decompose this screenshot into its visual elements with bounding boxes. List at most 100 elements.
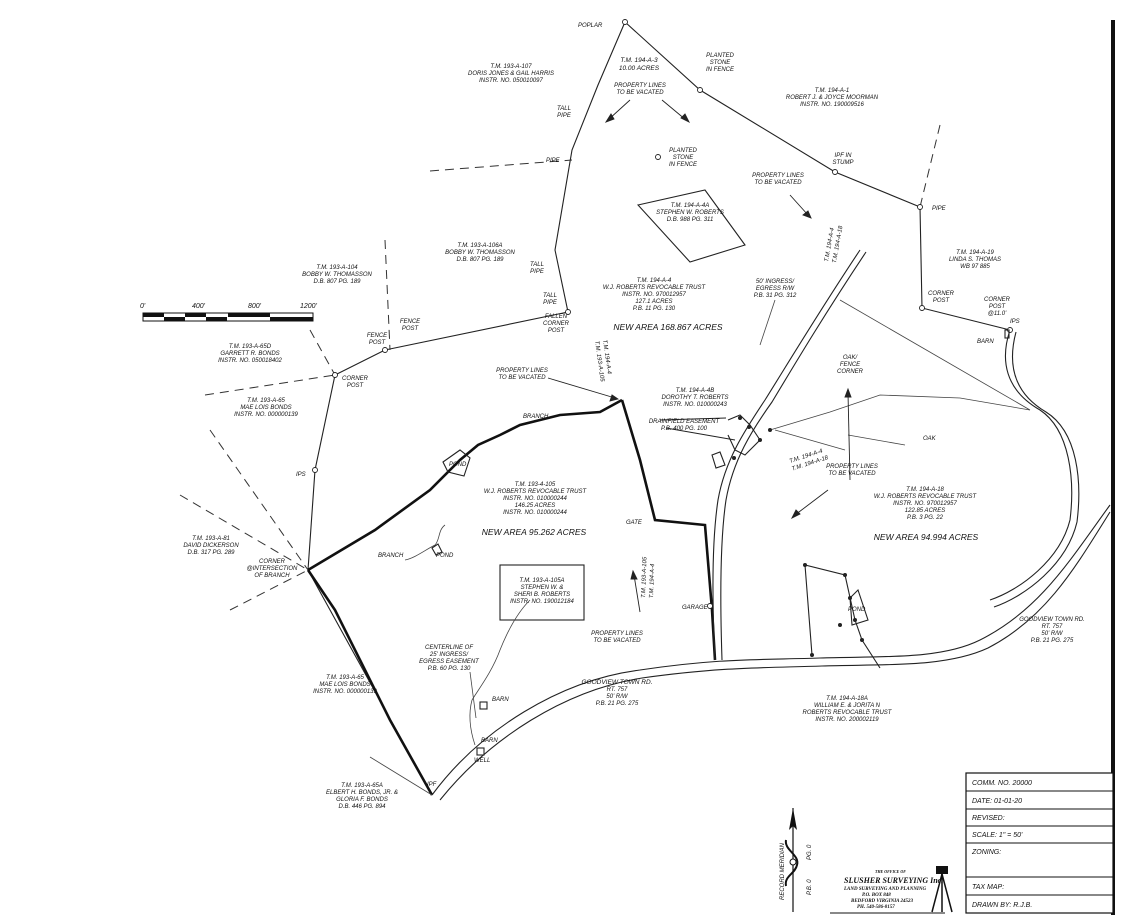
label-oak-fence-b: FENCE — [840, 362, 861, 368]
label-tall-pipe-3b: PIPE — [543, 300, 558, 306]
label-194-a-4a-owner: STEPHEN W. ROBERTS — [656, 210, 724, 216]
label-193-a-65-owner: MAE LOIS BONDS — [240, 405, 291, 411]
label-poplar: POPLAR — [578, 23, 603, 29]
label-193-4-105-tm: T.M. 193-4-105 — [515, 482, 556, 488]
label-194-a-18a-owner1: WILLIAM E. & JORITA N — [814, 703, 881, 709]
label-193-a-65d-owner: GARRETT R. BONDS — [220, 351, 279, 357]
pond-small — [431, 543, 443, 556]
label-pipe-west: PIPE — [546, 158, 561, 164]
label-193-4-105-instr2: INSTR. NO. 010000244 — [503, 510, 567, 516]
svg-text:T.M. 193-A-105: T.M. 193-A-105 — [593, 341, 605, 383]
label-corner-intersect-b: @INTERSECTION — [247, 566, 298, 572]
label-rotated-4-18: T.M. 194-A-4 T.M. 194-A-18 — [824, 225, 844, 264]
label-194-a-3-tm: T.M. 194-A-3 — [620, 57, 658, 64]
label-vacated-1b: TO BE VACATED — [616, 90, 664, 96]
label-193-a-105a-owner1: STEPHEN W. & — [521, 585, 564, 591]
label-ingress-50-b: EGRESS R/W — [756, 286, 796, 292]
boundary-bonds — [307, 349, 386, 571]
barn-1 — [479, 701, 488, 710]
label-centerline-a: CENTERLINE OF — [425, 645, 473, 651]
label-194-a-4-instr: INSTR. NO. 970012957 — [622, 292, 686, 298]
oak-line — [847, 434, 906, 446]
title-zoning: ZONING: — [971, 849, 1001, 856]
label-193-a-65d-tm: T.M. 193-A-65D — [229, 344, 272, 350]
label-record-meridian: RECORD MERIDIAN — [780, 842, 786, 900]
label-corner-post-11-c: @11.0' — [988, 311, 1007, 317]
barn-east — [1004, 329, 1010, 339]
label-vacated-4b: TO BE VACATED — [828, 471, 876, 477]
label-corner-post-w-a: CORNER — [342, 376, 369, 382]
adjoiner-line-sw — [369, 756, 433, 796]
dash-adjoiner-4 — [309, 329, 336, 376]
label-meridian-pb: P.B. 0 — [807, 879, 813, 895]
svg-text:T.M. 194-A-4: T.M. 194-A-4 — [649, 563, 656, 598]
label-drainfield-a: DRAINFIELD EASEMENT — [649, 419, 721, 425]
label-pond-18a: POND — [848, 607, 866, 613]
dash-adjoiner-8 — [919, 124, 941, 208]
label-ingress-50-c: P.B. 31 PG. 312 — [754, 293, 797, 299]
label-194-a-18-tm: T.M. 194-A-18 — [906, 487, 944, 493]
title-revised: REVISED: — [972, 815, 1005, 822]
label-goodview-east-name: GOODVIEW TOWN RD. — [1019, 617, 1085, 623]
label-planted-stone-2b: STONE — [673, 155, 695, 161]
east-interior-line-2 — [774, 429, 846, 451]
label-194-a-4a-tm: T.M. 194-A-4A — [671, 203, 709, 209]
label-goodview-east-pb: P.B. 21 PG. 275 — [1031, 638, 1074, 644]
label-193-a-81-db: D.B. 317 PG. 289 — [187, 550, 235, 556]
label-goodview-center-rw: 50' R/W — [606, 694, 628, 700]
label-193-4-105-instr: INSTR. NO. 010000244 — [503, 496, 567, 502]
label-centerline-b: 25' INGRESS/ — [429, 652, 469, 658]
dash-adjoiner-1 — [384, 239, 391, 351]
centerline-leader — [469, 671, 477, 719]
branch-creek — [404, 524, 446, 561]
label-vacated-5b: TO BE VACATED — [593, 638, 641, 644]
label-garage: GARAGE — [682, 605, 709, 611]
label-ingress-50-a: 50' INGRESS/ — [756, 279, 795, 285]
label-meridian-pg: PG. 0 — [807, 844, 813, 860]
label-193-a-104-tm: T.M. 193-A-104 — [316, 265, 358, 271]
label-corner-post-e-a: CORNER — [928, 291, 955, 297]
scale-label-800: 800' — [248, 303, 262, 310]
label-193-a-81-tm: T.M. 193-A-81 — [192, 536, 230, 542]
label-vacated-3a: PROPERTY LINES — [496, 368, 548, 374]
label-planted-stone-1a: PLANTED — [706, 53, 734, 59]
title-scale: SCALE: 1" = 50' — [972, 832, 1023, 839]
label-corner-post-w-b: POST — [347, 383, 365, 389]
label-corner-post-11-a: CORNER — [984, 297, 1011, 303]
ingress-road-west — [712, 249, 861, 661]
label-193-a-65a-db: D.B. 446 PG. 894 — [338, 804, 386, 810]
label-193-a-104-db: D.B. 807 PG. 189 — [313, 279, 361, 285]
label-rotated-4-18-b: T.M. 194-A-4 T.M. 194-A-18 — [789, 448, 830, 472]
label-planted-stone-2c: IN FENCE — [669, 162, 698, 168]
dash-adjoiner-3 — [204, 374, 336, 396]
boundary-west-north — [554, 21, 626, 313]
label-193-a-65b-tm: T.M. 193-A-65 — [326, 675, 364, 681]
label-194-a-18-acres: 122.85 ACRES — [905, 508, 945, 514]
label-pond-small: POND — [436, 553, 454, 559]
label-194-a-4-tm: T.M. 194-A-4 — [637, 278, 672, 284]
label-branch-north: BRANCH — [523, 414, 549, 420]
new-line-southwest — [306, 569, 434, 796]
label-tall-pipe-2a: TALL — [530, 262, 544, 268]
label-centerline-d: P.B. 60 PG. 130 — [428, 666, 471, 672]
label-ipf-stump-b: STUMP — [833, 160, 854, 166]
logo-office: THE OFFICE OF — [875, 869, 906, 874]
boundary-north — [624, 21, 1011, 331]
label-goodview-center-rt: RT. 757 — [607, 687, 628, 693]
label-193-a-107-instr: INSTR. NO. 050010097 — [479, 78, 543, 84]
label-193-4-105-owner: W.J. ROBERTS REVOCABLE TRUST — [484, 489, 588, 495]
label-193-a-105a-instr: INSTR. NO. 190012184 — [510, 599, 574, 605]
new-line-branch — [307, 398, 623, 572]
road-goodview-north-edge — [431, 504, 1111, 796]
monument-markers — [312, 19, 1013, 609]
label-pond-west: POND — [449, 462, 467, 468]
label-194-a-4b-owner: DOROTHY T. ROBERTS — [662, 395, 729, 401]
scale-bar: 0' 400' 800' 1200' — [140, 303, 318, 322]
label-oak-fence-c: CORNER — [837, 369, 864, 375]
title-date: DATE: 01-01-20 — [972, 798, 1022, 805]
title-block: COMM. NO. 20000 DATE: 01-01-20 REVISED: … — [965, 772, 1114, 914]
label-rotated-105: T.M. 194-A-4 T.M. 193-A-105 — [593, 339, 612, 383]
label-194-a-1-instr: INSTR. NO. 190009516 — [800, 102, 864, 108]
boundary-fence — [384, 311, 569, 351]
logo-phone: PH. 540-586-8157 — [857, 905, 895, 910]
